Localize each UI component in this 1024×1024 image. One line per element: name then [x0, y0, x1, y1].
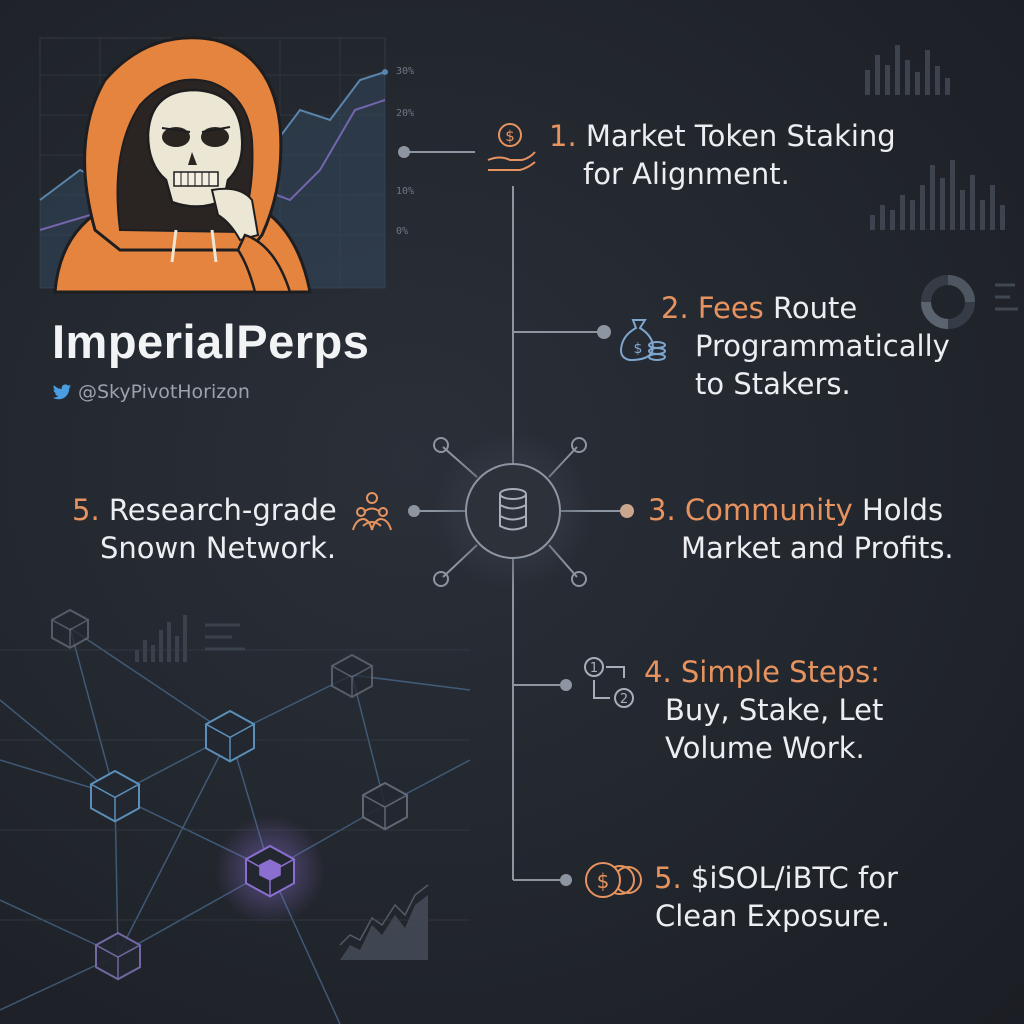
step-4-number: 4.: [644, 655, 672, 689]
step-1-line-1: Market Token Staking: [585, 119, 896, 153]
connector-dots: [398, 146, 634, 886]
network-cube-node: [330, 653, 374, 699]
step-5-research-line-1: Research-grade: [108, 493, 337, 527]
network-cube-nodes: [50, 608, 409, 981]
step-3: 3. Community Holds Market and Profits.: [648, 491, 954, 567]
step-4-line-2: Buy, Stake, Let: [665, 693, 884, 727]
step-3-rest: Holds: [852, 493, 944, 527]
step-3-line-2: Market and Profits.: [681, 531, 954, 565]
svg-text:$: $: [634, 341, 643, 357]
people-network-icon: [352, 492, 392, 531]
step-2: 2. Fees Route Programmatically to Staker…: [661, 289, 950, 403]
step-1-number: 1.: [549, 119, 577, 153]
step-4: 4. Simple Steps: Buy, Stake, Let Volume …: [644, 653, 883, 767]
step-5-research-number: 5.: [72, 493, 100, 527]
step-1: 1. Market Token Staking for Alignment.: [549, 117, 896, 193]
twitter-bird-icon: [52, 383, 72, 399]
chart-axis-label: 30%: [396, 66, 415, 77]
blockchain-network-graphic: [0, 627, 471, 1024]
step-4-highlight: Simple Steps:: [680, 655, 881, 689]
step-5-research-line-2: Snown Network.: [100, 531, 337, 565]
network-cube-node: [244, 844, 296, 898]
background-bar-chart-mid: [870, 160, 1005, 230]
twitter-handle-text: @SkyPivotHorizon: [78, 381, 250, 403]
step-2-line-2: Programmatically: [695, 329, 950, 363]
step-5-exposure: 5. $iSOL/iBTC for Clean Exposure.: [654, 859, 898, 935]
background-area-chart: [339, 884, 429, 960]
step-5-exposure-line-2: Clean Exposure.: [655, 899, 890, 933]
step-5-research: 5. Research-grade Snown Network.: [72, 491, 337, 567]
network-cube-node: [89, 769, 141, 823]
skeleton-hoodie-avatar: [53, 36, 312, 294]
svg-text:2: 2: [620, 692, 628, 707]
step-2-line-3: to Stakers.: [695, 367, 851, 401]
coin-hand-icon: $: [487, 123, 536, 171]
network-cube-node: [204, 709, 256, 763]
chart-axis-label: 0%: [396, 226, 409, 237]
central-hub: [433, 431, 593, 591]
step-5-exposure-line-1: $iSOL/iBTC for: [690, 861, 898, 895]
background-bar-chart-bottom: [135, 615, 245, 662]
coin-stack-icon: $: [585, 862, 642, 898]
money-bag-icon: $: [620, 319, 666, 362]
step-3-highlight: Community: [684, 493, 853, 527]
step-1-line-2: for Alignment.: [583, 157, 790, 191]
background-donut-chart: [921, 275, 1018, 329]
network-cube-node: [50, 608, 90, 649]
step-2-number: 2.: [661, 291, 689, 325]
step-5-exposure-number: 5.: [654, 861, 682, 895]
svg-text:1: 1: [590, 661, 598, 676]
chart-axis-label: 10%: [396, 186, 415, 197]
steps-icon: 1 2: [584, 657, 634, 708]
twitter-handle[interactable]: @SkyPivotHorizon: [52, 381, 250, 403]
background-bar-chart-top: [865, 45, 950, 95]
network-cube-node: [94, 931, 142, 981]
step-2-highlight: Fees: [697, 291, 764, 325]
step-3-number: 3.: [648, 493, 676, 527]
svg-text:$: $: [597, 869, 610, 893]
database-icon: [499, 488, 527, 531]
brand-title: ImperialPerps: [52, 315, 370, 368]
network-cube-node: [361, 781, 409, 831]
step-4-line-3: Volume Work.: [665, 731, 865, 765]
chart-axis-label: 20%: [396, 108, 415, 119]
svg-text:$: $: [505, 127, 515, 145]
step-2-rest: Route: [763, 291, 858, 325]
